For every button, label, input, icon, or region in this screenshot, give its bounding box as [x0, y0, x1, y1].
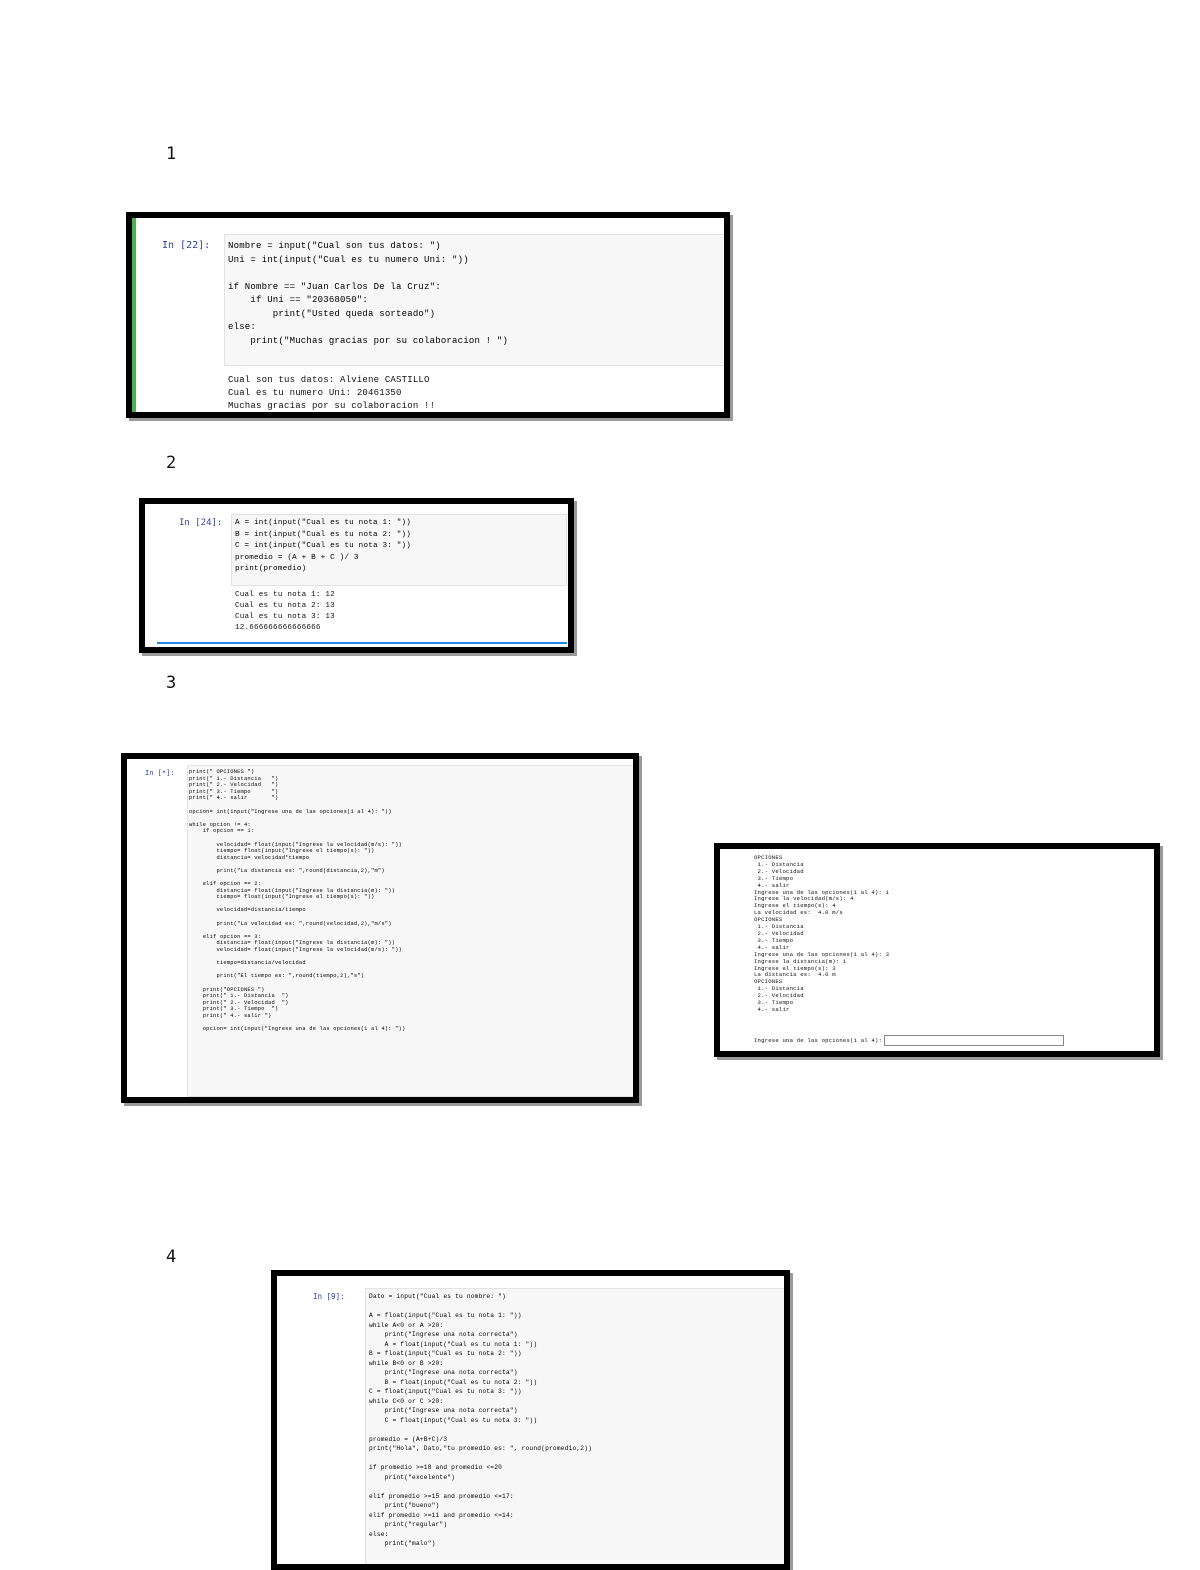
- input-prompt-label: Ingrese una de las opciones(1 al 4):: [754, 1037, 883, 1044]
- section-number: 4: [166, 1247, 177, 1267]
- screenshot-4: In [9]: Dato = input("Cual es tu nombre:…: [271, 1270, 790, 1570]
- cell-prompt: In [24]:: [179, 518, 223, 528]
- code-cell[interactable]: [231, 514, 567, 586]
- active-cell-bar: [132, 218, 136, 412]
- section-number: 1: [166, 144, 177, 164]
- code-text: Dato = input("Cual es tu nombre: ") A = …: [369, 1293, 593, 1547]
- cell-separator: [157, 642, 567, 644]
- section-number: 2: [166, 453, 177, 473]
- code-text: A = int(input("Cual es tu nota 1: ")) B …: [235, 519, 412, 573]
- screenshot-2: In [24]: A = int(input("Cual es tu nota …: [139, 498, 574, 653]
- code-text: print(" OPCIONES ") print(" 1.- Distanci…: [189, 769, 406, 1033]
- code-cell[interactable]: [187, 765, 633, 1097]
- cell-output: Cual son tus datos: Alviene CASTILLO Cua…: [228, 375, 436, 411]
- cell-output: Cual es tu nota 1: 12 Cual es tu nota 2:…: [235, 591, 335, 632]
- code-text: Nombre = input("Cual son tus datos: ") U…: [228, 241, 509, 346]
- screenshot-3-output: OPCIONES 1.- Distancia 2.- Velocidad 3.-…: [714, 843, 1160, 1057]
- cell-output: OPCIONES 1.- Distancia 2.- Velocidad 3.-…: [754, 854, 890, 1013]
- code-cell[interactable]: [224, 234, 724, 366]
- code-cell[interactable]: [365, 1288, 784, 1564]
- screenshot-1: In [22]: Nombre = input("Cual son tus da…: [126, 212, 730, 418]
- cell-prompt: In [22]:: [162, 240, 211, 251]
- cell-prompt: In [9]:: [313, 1292, 345, 1301]
- screenshot-3-code: In [*]: print(" OPCIONES ") print(" 1.- …: [121, 753, 639, 1103]
- stdin-input-field[interactable]: [884, 1035, 1064, 1046]
- section-number: 3: [166, 673, 177, 693]
- cell-prompt: In [*]:: [145, 769, 175, 777]
